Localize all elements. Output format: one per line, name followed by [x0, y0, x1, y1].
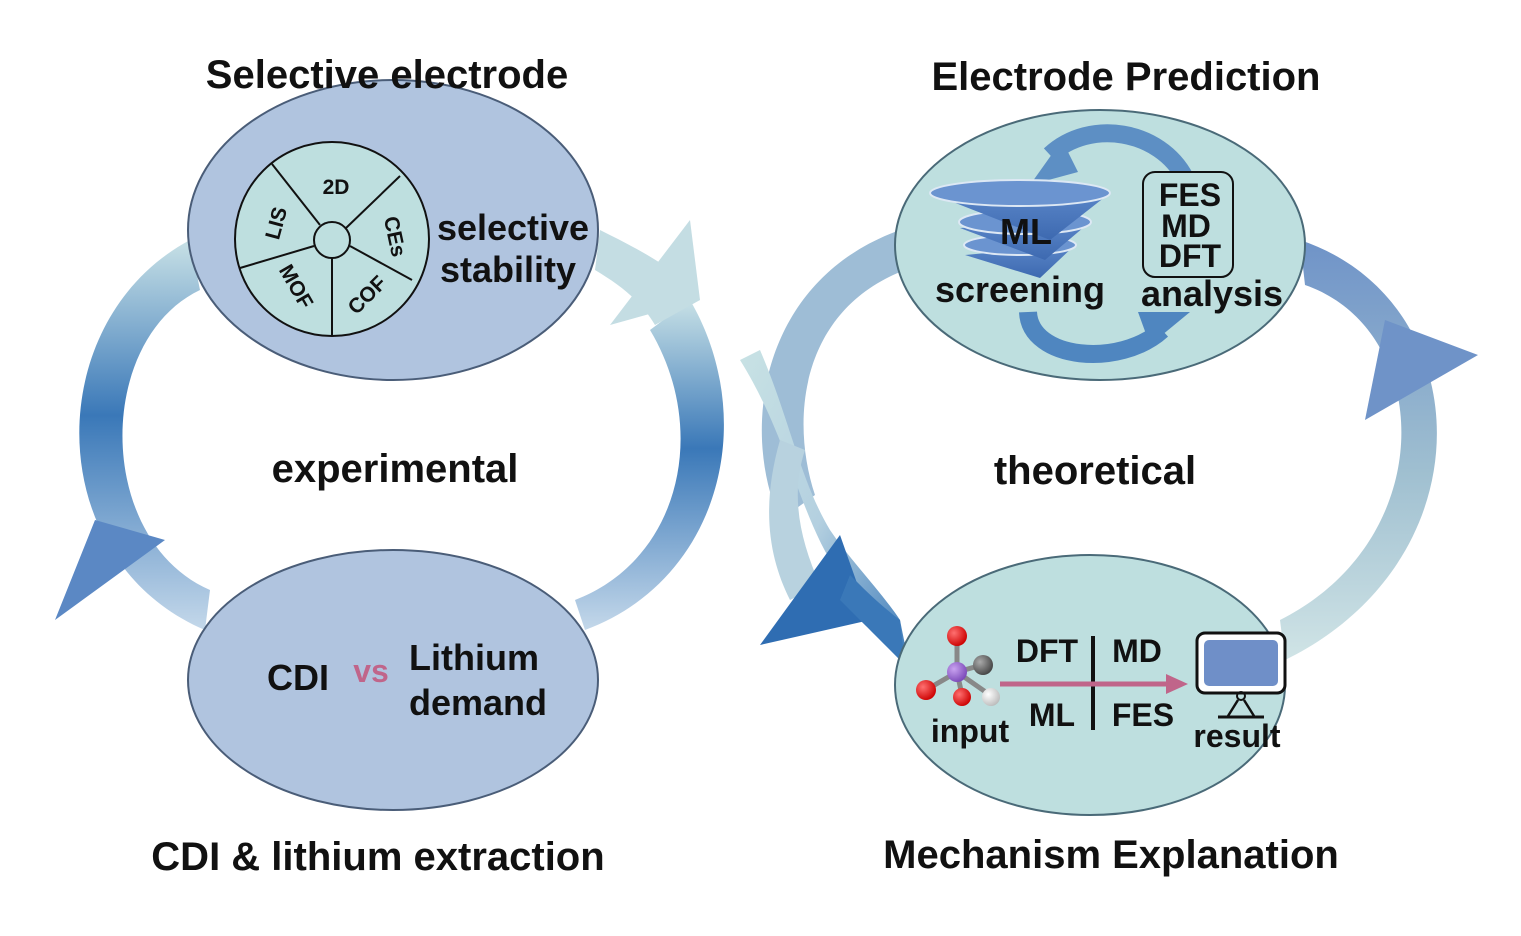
- grid-md: MD: [1112, 633, 1162, 669]
- label-cdi: CDI: [267, 657, 329, 698]
- left-loop-arrow: [55, 220, 724, 630]
- crossing-arrow: [740, 350, 910, 670]
- label-vs: vs: [353, 653, 389, 689]
- grid-dft: DFT: [1016, 633, 1079, 669]
- title-mechanism-explanation: Mechanism Explanation: [883, 833, 1339, 877]
- prediction-bubble: [894, 109, 1306, 381]
- label-ml-funnel: ML: [1000, 211, 1052, 252]
- label-lithium: Lithium: [409, 637, 539, 678]
- label-screening: screening: [935, 269, 1105, 310]
- methods-box: [1142, 171, 1234, 278]
- grid-ml: ML: [1029, 697, 1075, 733]
- label-result: result: [1193, 718, 1280, 754]
- wheel-segment-2d: 2D: [323, 176, 350, 199]
- title-selective-electrode: Selective electrode: [206, 53, 568, 97]
- label-stability: stability: [440, 249, 576, 290]
- label-selective: selective: [437, 207, 589, 248]
- method-fes: FES: [1159, 177, 1221, 213]
- material-wheel: 2D CEs COF MOF LIS: [234, 141, 430, 337]
- title-electrode-prediction: Electrode Prediction: [932, 55, 1321, 99]
- cdi-bubble: [187, 549, 599, 811]
- funnel-icon: [929, 179, 1111, 278]
- label-experimental: experimental: [272, 447, 519, 491]
- molecule-icon: [916, 626, 1000, 706]
- label-theoretical: theoretical: [994, 449, 1196, 493]
- pipeline-arrow: [1000, 674, 1188, 694]
- method-dft: DFT: [1159, 238, 1222, 274]
- label-analysis: analysis: [1141, 273, 1283, 314]
- cycle-arrow-bottom: [1019, 310, 1190, 363]
- title-cdi-lithium: CDI & lithium extraction: [151, 835, 604, 879]
- label-input: input: [931, 713, 1010, 749]
- monitor-icon: [1195, 631, 1287, 719]
- method-md: MD: [1161, 208, 1211, 244]
- cycle-arrow-top: [1030, 124, 1193, 185]
- label-demand: demand: [409, 682, 547, 723]
- grid-fes: FES: [1112, 697, 1174, 733]
